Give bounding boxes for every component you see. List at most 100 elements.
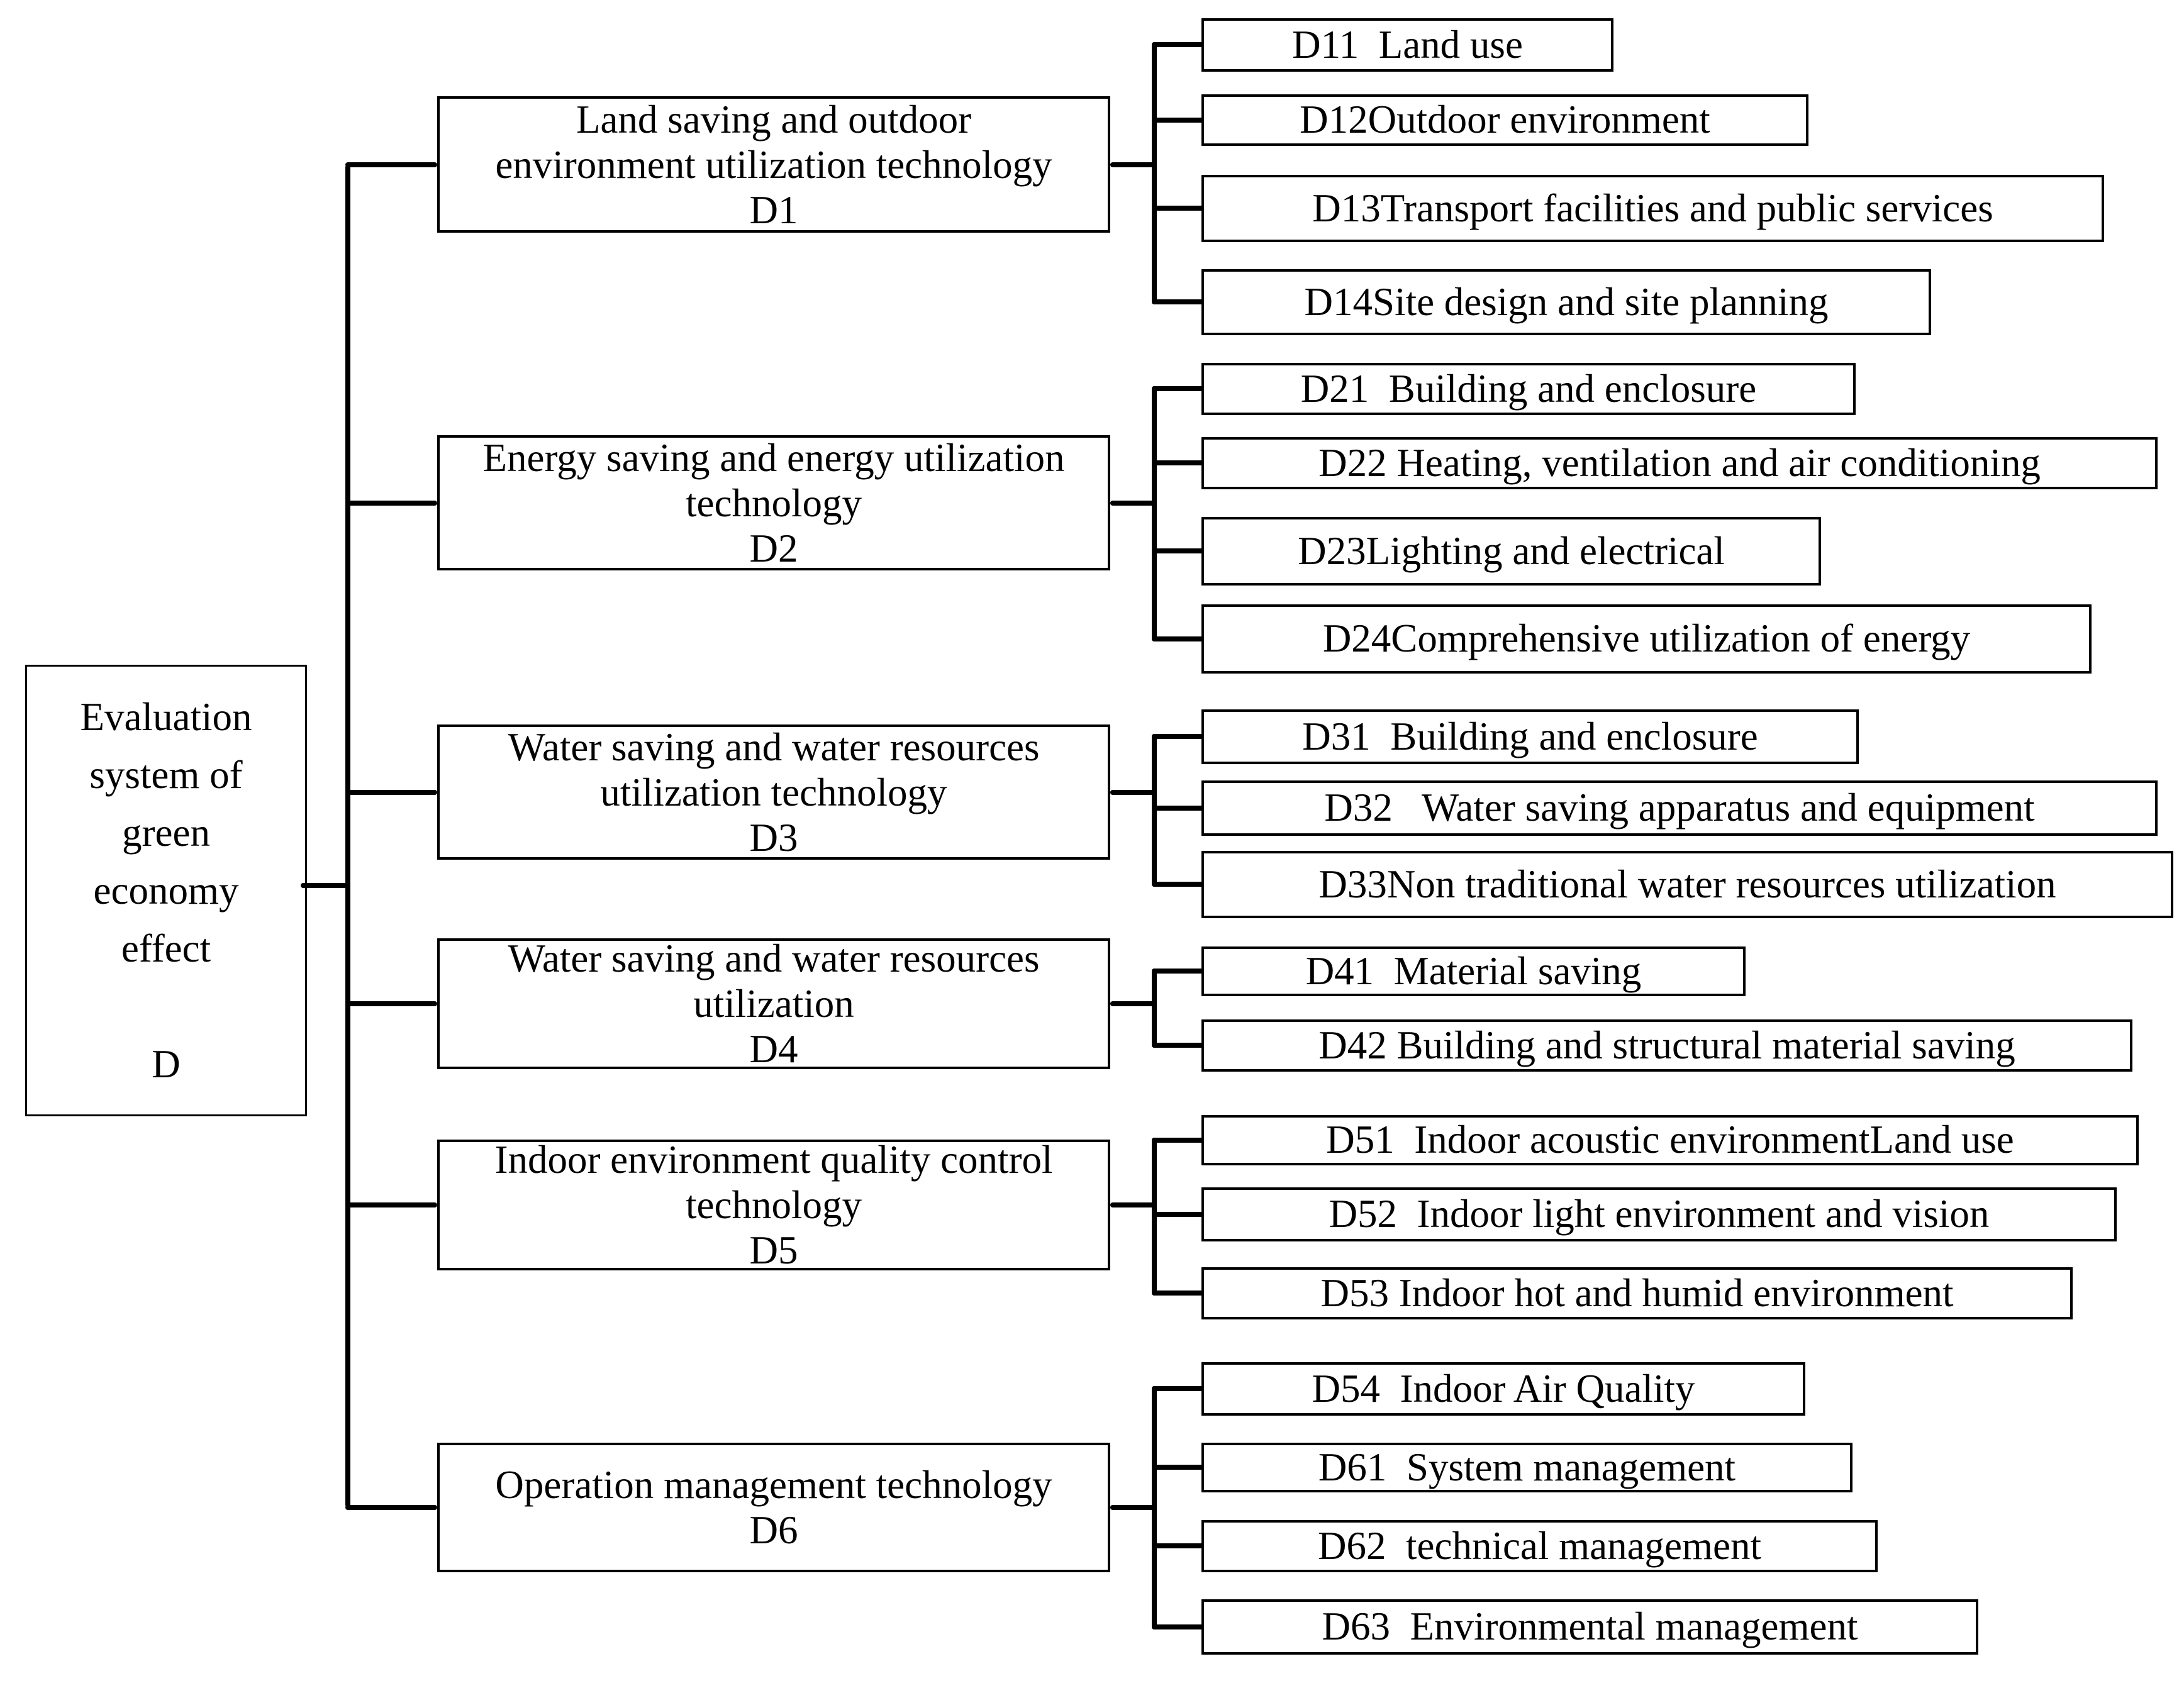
leaf-label: D41 Material saving	[1305, 948, 1642, 993]
leaf-label: D14Site design and site planning	[1304, 279, 1829, 324]
connector-branch-stub-d4	[345, 1001, 437, 1006]
leaf-label: D51 Indoor acoustic environmentLand use	[1326, 1118, 2014, 1162]
leaf-node-d41: D41 Material saving	[1201, 946, 1746, 996]
root-code-label: D	[152, 1042, 181, 1086]
connector-d6-out	[1110, 1505, 1157, 1510]
connector-leaf-stub-d21	[1152, 386, 1204, 391]
leaf-node-d31: D31 Building and enclosure	[1201, 709, 1859, 764]
branch-label-line: Energy saving and energy utilization	[482, 435, 1065, 480]
root-label-line: system of	[89, 753, 243, 797]
branch-label-line: environment utilization technology	[495, 142, 1052, 187]
branch-label-line: Land saving and outdoor	[576, 97, 972, 142]
connector-leaf-stub-d12	[1152, 118, 1204, 123]
branch-code-label: D3	[749, 815, 798, 860]
leaf-label: D32 Water saving apparatus and equipment	[1324, 785, 2035, 830]
leaf-node-d12: D12Outdoor environment	[1201, 94, 1808, 146]
leaf-node-d14: D14Site design and site planning	[1201, 269, 1931, 335]
root-label-line: green	[122, 811, 210, 855]
connector-main-trunk	[345, 165, 350, 1507]
leaf-label: D61 System management	[1318, 1445, 1736, 1489]
branch-node-d2: Energy saving and energy utilization tec…	[437, 435, 1110, 570]
connector-trunk-d1-children	[1152, 42, 1157, 304]
connector-d3-out	[1110, 790, 1157, 795]
leaf-label: D23Lighting and electrical	[1298, 528, 1725, 573]
branch-label-line: technology	[686, 480, 862, 525]
connector-leaf-stub-d13	[1152, 206, 1204, 211]
branch-code-label: D4	[749, 1027, 798, 1071]
leaf-label: D54 Indoor Air Quality	[1312, 1366, 1695, 1411]
connector-leaf-stub-d31	[1152, 734, 1204, 739]
leaf-label: D31 Building and enclosure	[1302, 714, 1758, 758]
connector-leaf-stub-d62	[1152, 1543, 1204, 1548]
connector-d5-out	[1110, 1202, 1157, 1207]
leaf-label: D24Comprehensive utilization of energy	[1322, 616, 1971, 661]
leaf-node-d52: D52 Indoor light environment and vision	[1201, 1187, 2117, 1241]
connector-leaf-stub-d51	[1152, 1138, 1204, 1143]
connector-d4-out	[1110, 1001, 1157, 1006]
branch-node-d1: Land saving and outdoor environment util…	[437, 96, 1110, 233]
branch-code-label: D1	[749, 187, 798, 232]
leaf-node-d22: D22 Heating, ventilation and air conditi…	[1201, 437, 2158, 489]
connector-leaf-stub-d22	[1152, 460, 1204, 465]
branch-code-label: D2	[749, 526, 798, 570]
connector-leaf-stub-d63	[1152, 1624, 1204, 1629]
branch-label-line: utilization technology	[600, 770, 947, 814]
connector-leaf-stub-d53	[1152, 1291, 1204, 1296]
leaf-node-d63: D63 Environmental management	[1201, 1599, 1978, 1655]
leaf-node-d62: D62 technical management	[1201, 1520, 1878, 1572]
connector-branch-stub-d3	[345, 790, 437, 795]
branch-label-line: Operation management technology	[495, 1463, 1052, 1507]
leaf-label: D42 Building and structural material sav…	[1318, 1023, 2015, 1067]
root-label-line: economy	[93, 869, 239, 913]
leaf-label: D21 Building and enclosure	[1300, 366, 1757, 411]
leaf-label: D13Transport facilities and public servi…	[1312, 186, 1993, 230]
branch-node-d3: Water saving and water resources utiliza…	[437, 724, 1110, 860]
leaf-node-d54: D54 Indoor Air Quality	[1201, 1362, 1805, 1416]
root-node-d: Evaluation system of green economy effec…	[25, 665, 307, 1116]
branch-label-line: utilization	[693, 982, 854, 1026]
connector-leaf-stub-d54	[1152, 1386, 1204, 1391]
leaf-node-d13: D13Transport facilities and public servi…	[1201, 175, 2104, 242]
leaf-node-d53: D53 Indoor hot and humid environment	[1201, 1267, 2073, 1319]
branch-label-line: Indoor environment quality control	[494, 1138, 1053, 1182]
connector-leaf-stub-d32	[1152, 806, 1204, 811]
connector-leaf-stub-d52	[1152, 1212, 1204, 1217]
leaf-node-d21: D21 Building and enclosure	[1201, 363, 1856, 415]
root-label-line: effect	[121, 926, 211, 970]
leaf-label: D63 Environmental management	[1322, 1604, 1858, 1649]
connector-branch-stub-d1	[345, 162, 437, 167]
connector-leaf-stub-d41	[1152, 969, 1204, 974]
leaf-node-d32: D32 Water saving apparatus and equipment	[1201, 780, 2158, 836]
connector-leaf-stub-d14	[1152, 299, 1204, 304]
connector-branch-stub-d6	[345, 1505, 437, 1510]
connector-root-stub	[301, 883, 350, 888]
connector-leaf-stub-d23	[1152, 548, 1204, 553]
leaf-label: D12Outdoor environment	[1300, 97, 1710, 142]
leaf-node-d23: D23Lighting and electrical	[1201, 517, 1821, 586]
connector-leaf-stub-d33	[1152, 882, 1204, 887]
leaf-node-d33: D33Non traditional water resources utili…	[1201, 851, 2173, 918]
connector-branch-stub-d2	[345, 501, 437, 506]
branch-code-label: D6	[749, 1508, 798, 1552]
leaf-node-d51: D51 Indoor acoustic environmentLand use	[1201, 1115, 2139, 1165]
connector-d2-out	[1110, 501, 1157, 506]
connector-branch-stub-d5	[345, 1202, 437, 1207]
branch-node-d6: Operation management technology D6	[437, 1443, 1110, 1572]
leaf-label: D53 Indoor hot and humid environment	[1320, 1270, 1954, 1315]
leaf-label: D11 Land use	[1292, 22, 1523, 67]
leaf-label: D52 Indoor light environment and vision	[1329, 1192, 1990, 1236]
connector-trunk-d6-children	[1152, 1386, 1157, 1629]
connector-leaf-stub-d42	[1152, 1043, 1204, 1048]
leaf-node-d42: D42 Building and structural material sav…	[1201, 1019, 2132, 1072]
branch-label-line: technology	[686, 1183, 862, 1227]
leaf-node-d11: D11 Land use	[1201, 18, 1613, 72]
connector-leaf-stub-d61	[1152, 1465, 1204, 1470]
branch-node-d4: Water saving and water resources utiliza…	[437, 936, 1110, 1071]
leaf-node-d61: D61 System management	[1201, 1443, 1852, 1492]
branch-label-line: Water saving and water resources	[508, 936, 1040, 980]
connector-leaf-stub-d24	[1152, 636, 1204, 641]
connector-trunk-d4-children	[1152, 969, 1157, 1048]
leaf-label: D62 technical management	[1318, 1523, 1761, 1568]
connector-leaf-stub-d11	[1152, 42, 1204, 47]
